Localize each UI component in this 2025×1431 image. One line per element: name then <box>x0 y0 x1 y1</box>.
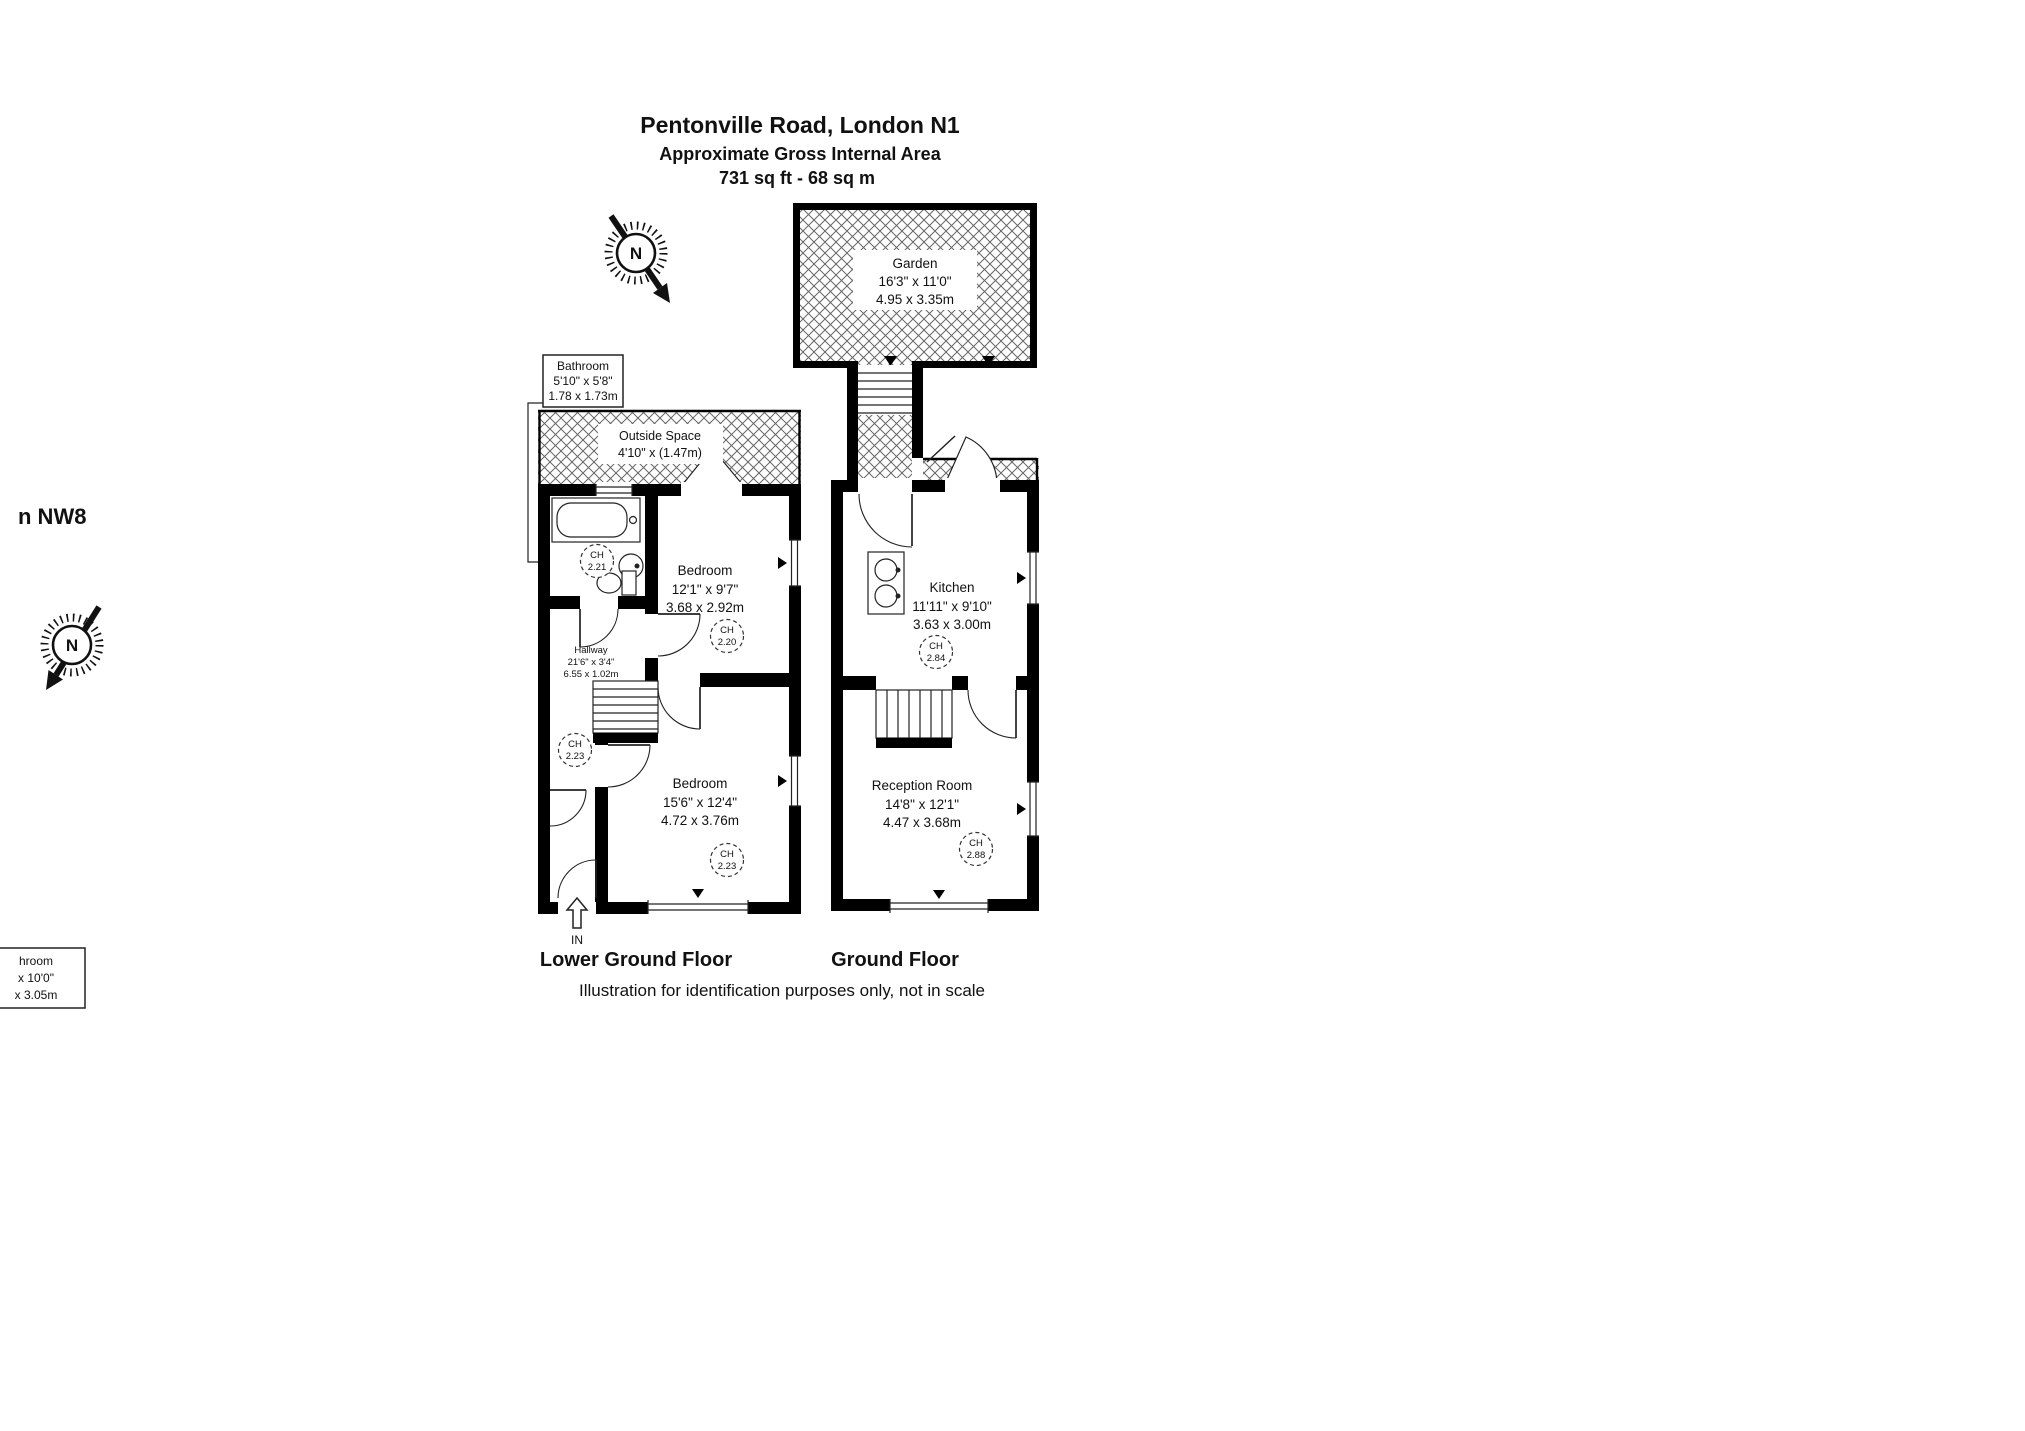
adjacent-sheet-title-fragment: n NW8 <box>18 504 86 529</box>
svg-text:2.84: 2.84 <box>927 653 946 664</box>
ground-floor-plan: Kitchen 11'11" x 9'10" 3.63 x 3.00m CH 2… <box>831 478 1041 913</box>
north-arrowhead-left <box>46 670 63 690</box>
bedroom1-dims-imperial: 12'1" x 9'7" <box>672 582 739 597</box>
entrance-door <box>557 859 597 899</box>
window-marker-icon <box>1017 803 1026 815</box>
reception-side-window <box>1027 781 1039 837</box>
garden-dims-imperial: 16'3" x 11'0" <box>878 274 951 289</box>
bedroom2-hall-door <box>607 744 651 788</box>
reception-dims-metric: 4.47 x 3.68m <box>883 815 961 830</box>
bedroom2-label: Bedroom <box>673 776 728 791</box>
hallway-dims-imperial: 21'6" x 3'4" <box>568 657 615 668</box>
outside-space-label: Outside Space <box>619 429 701 443</box>
svg-text:CH: CH <box>568 739 582 750</box>
bathroom-door <box>579 608 619 648</box>
svg-text:2.23: 2.23 <box>718 861 737 872</box>
toilet <box>596 570 637 596</box>
lower-stairs <box>592 680 659 743</box>
bedroom2-dims-metric: 4.72 x 3.76m <box>661 813 739 828</box>
bathroom-callout-imperial: 5'10" x 5'8" <box>553 374 612 388</box>
bathroom-callout-label: Bathroom <box>557 359 609 373</box>
svg-text:CH: CH <box>590 550 604 561</box>
window-marker-icon <box>692 889 704 898</box>
north-compass-icon: N <box>604 214 670 303</box>
hallway-ceiling-height: CH 2.23 <box>557 732 593 768</box>
svg-text:CH: CH <box>720 849 734 860</box>
bathroom-callout-metric: 1.78 x 1.73m <box>548 389 617 403</box>
kitchen-dims-metric: 3.63 x 3.00m <box>913 617 991 632</box>
reception-dims-imperial: 14'8" x 12'1" <box>885 797 959 812</box>
north-label-left: N <box>66 636 78 655</box>
svg-text:2.21: 2.21 <box>588 562 607 573</box>
garden-dims-metric: 4.95 x 3.35m <box>876 292 954 307</box>
hallway-label: Hallway <box>574 645 608 656</box>
garden-area: Garden 16'3" x 11'0" 4.95 x 3.35m <box>793 203 1037 368</box>
adjacent-sheet-callout-fragment: hroom x 10'0" x 3.05m <box>0 947 86 1009</box>
garden-marker-icon <box>982 356 995 366</box>
window-marker-icon <box>933 890 945 899</box>
window-marker-icon <box>778 775 787 787</box>
bedroom1-dims-metric: 3.68 x 2.92m <box>666 600 744 615</box>
bathroom-window <box>595 484 633 496</box>
svg-text:2.20: 2.20 <box>718 637 737 648</box>
svg-text:2.23: 2.23 <box>566 751 585 762</box>
outside-space-dims: 4'10" x (1.47m) <box>618 446 702 460</box>
french-door-swing <box>683 448 742 484</box>
north-label: N <box>630 244 642 263</box>
header: Pentonville Road, London N1 Approximate … <box>640 112 960 188</box>
window-marker-icon <box>1017 572 1026 584</box>
bedroom1-label: Bedroom <box>678 563 733 578</box>
bedroom2-ceiling-height: CH 2.23 <box>709 842 745 878</box>
lower-ground-caption: Lower Ground Floor <box>540 949 732 971</box>
gate-line <box>926 435 956 463</box>
kitchen-door <box>858 493 913 548</box>
window-marker-icon <box>778 557 787 569</box>
bedroom1-ceiling-height: CH 2.20 <box>709 618 745 654</box>
garden-steps <box>847 361 923 484</box>
kitchen-label: Kitchen <box>929 580 974 595</box>
hallway-dims-metric: 6.55 x 1.02m <box>564 669 619 680</box>
outside-space-area: Outside Space 4'10" x (1.47m) <box>538 409 801 485</box>
kitchen-sink <box>867 551 905 615</box>
reception-door <box>967 689 1017 739</box>
svg-text:2.88: 2.88 <box>967 850 986 861</box>
fragment-line3: x 3.05m <box>15 988 58 1002</box>
bay-window <box>647 900 749 914</box>
lower-ground-floor-plan: CH 2.21 Bedroom 12'1" x 9'7" 3.68 x 2.92… <box>538 482 803 947</box>
north-compass-left-icon: N <box>40 605 104 690</box>
bathtub <box>551 497 641 543</box>
page-title: Pentonville Road, London N1 <box>640 112 960 138</box>
bedroom2-dims-imperial: 15'6" x 12'4" <box>663 795 737 810</box>
ground-caption: Ground Floor <box>831 949 959 971</box>
reception-label: Reception Room <box>872 778 973 793</box>
bedroom1-door <box>657 613 701 657</box>
page-subtitle: Approximate Gross Internal Area <box>659 144 941 164</box>
reception-ceiling-height: CH 2.88 <box>958 831 994 867</box>
svg-text:CH: CH <box>969 838 983 849</box>
kitchen-dims-imperial: 11'11" x 9'10" <box>912 599 992 614</box>
north-arrowhead <box>653 283 670 303</box>
svg-text:CH: CH <box>929 641 943 652</box>
kitchen-window <box>1027 551 1039 605</box>
entrance-arrow-icon <box>565 896 589 929</box>
fragment-line1: hroom <box>19 954 53 968</box>
bedroom2-window <box>789 755 801 807</box>
hall-cupboard-door <box>549 789 587 827</box>
bedroom1-window <box>789 539 801 587</box>
kitchen-ceiling-height: CH 2.84 <box>918 634 954 670</box>
entrance-label: IN <box>571 933 583 947</box>
reception-rear-window <box>889 899 989 913</box>
svg-text:CH: CH <box>720 625 734 636</box>
ground-stairs <box>875 689 953 748</box>
garden-label: Garden <box>892 256 937 271</box>
garden-marker-icon <box>884 356 897 366</box>
disclaimer: Illustration for identification purposes… <box>579 981 985 1000</box>
page-area: 731 sq ft - 68 sq m <box>719 168 875 188</box>
bedroom2-divider-door <box>657 686 701 730</box>
bathroom-callout: Bathroom 5'10" x 5'8" 1.78 x 1.73m <box>527 354 624 563</box>
fragment-line2: x 10'0" <box>18 971 54 985</box>
bathroom-ceiling-height: CH 2.21 <box>579 543 615 579</box>
